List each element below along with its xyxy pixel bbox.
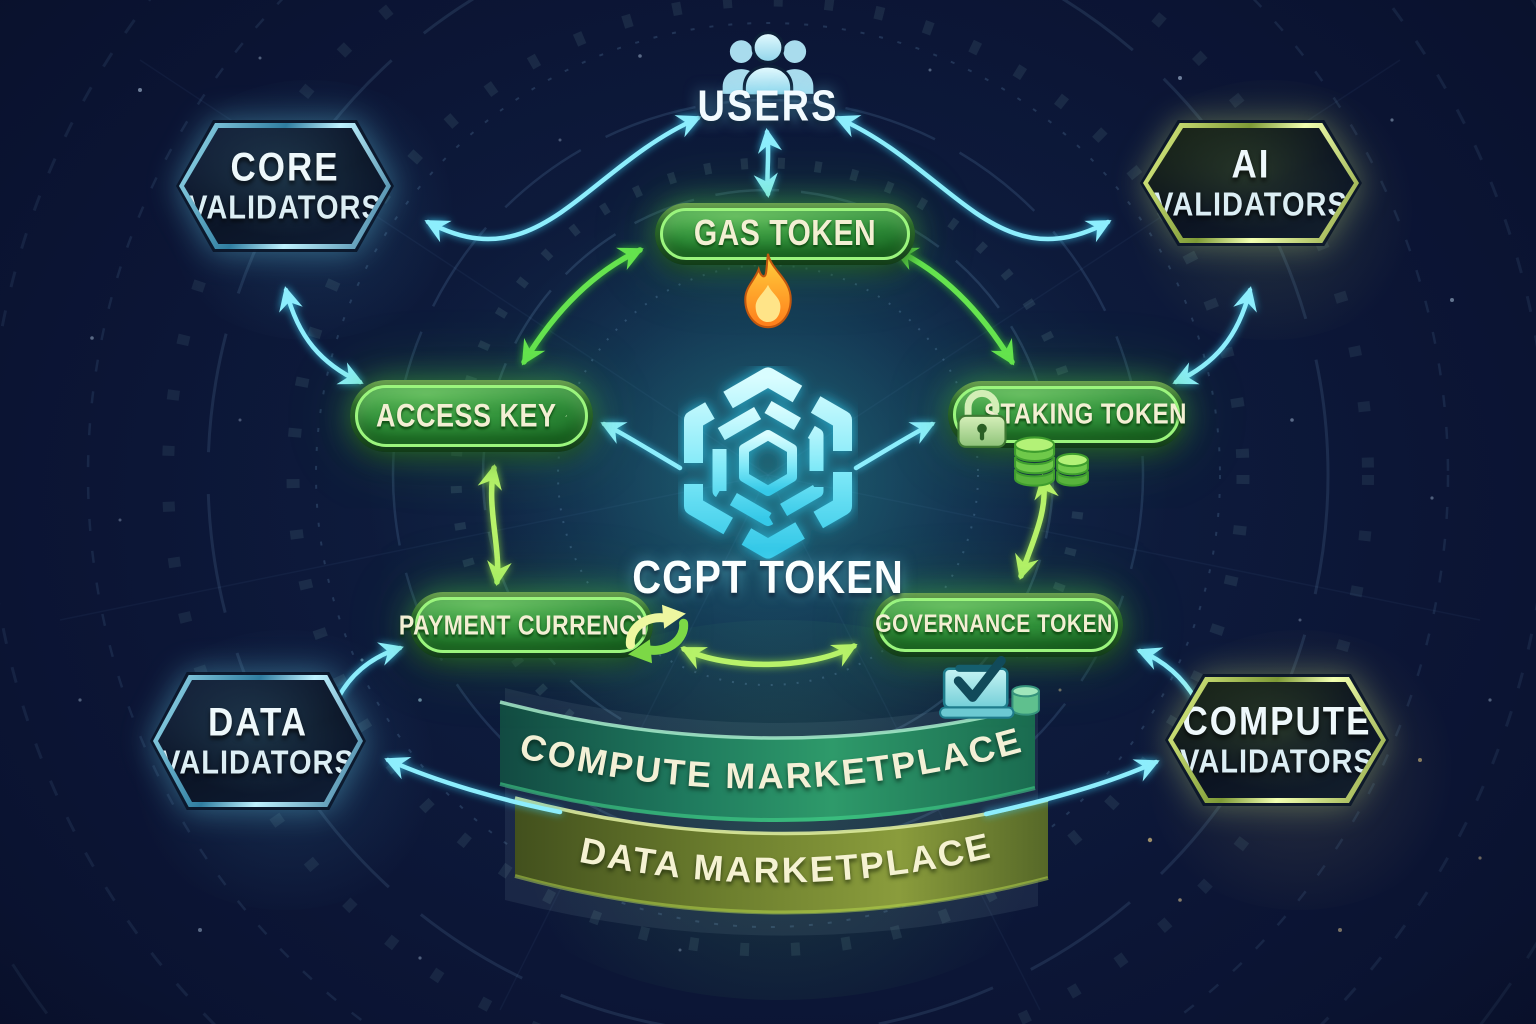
ai-validators-line1: AI <box>1231 141 1271 187</box>
arrow-ai-validators-staking-token <box>1172 286 1257 385</box>
arrow-core-validators-access-key <box>279 286 364 385</box>
cgpt-token-label: CGPT TOKEN <box>632 552 904 604</box>
core-validators-line1: CORE <box>230 144 340 190</box>
hexagon-data-validators: DATA VALIDATORS <box>150 672 366 810</box>
arrow-center-access-key <box>600 421 683 471</box>
users-label: USERS <box>697 82 839 132</box>
ai-validators-line2: VALIDATORS <box>1154 186 1348 223</box>
payment-currency-pill: PAYMENT CURRENCY <box>399 592 653 658</box>
compute-marketplace-ribbon: COMPUTE MARKETPLACE <box>499 688 1038 936</box>
arrow-marketplace-data-validators <box>384 757 563 815</box>
arrow-marketplace-compute-validators <box>983 759 1160 817</box>
compute-marketplace-label: COMPUTE MARKETPLACE <box>516 719 1027 797</box>
glow-bottom <box>460 620 1100 1000</box>
gas-token-pill: GAS TOKEN <box>655 203 915 265</box>
hexagon-core-validators: CORE VALIDATORS <box>176 120 394 252</box>
arrow-center-staking-token <box>853 421 936 471</box>
gas-token-label: GAS TOKEN <box>693 213 877 254</box>
glow-center <box>468 175 1068 775</box>
data-validators-line1: DATA <box>207 699 308 745</box>
key-icon <box>564 415 567 417</box>
core-validators-line2: VALIDATORS <box>188 189 382 226</box>
arrow-payment-currency-governance-token <box>680 643 858 670</box>
data-validators-line2: VALIDATORS <box>161 744 355 781</box>
governance-token-label: GOVERNANCE TOKEN <box>875 610 1113 639</box>
arrow-access-key-payment-currency <box>477 463 512 587</box>
governance-token-pill: GOVERNANCE TOKEN <box>873 593 1123 657</box>
compute-validators-line2: VALIDATORS <box>1180 743 1374 780</box>
staking-token-pill: STAKING TOKEN <box>948 381 1187 448</box>
arrow-staking-token-governance-token <box>1015 473 1059 580</box>
hexagon-compute-validators: COMPUTE VALIDATORS <box>1165 674 1389 806</box>
arrow-users-gas-token <box>753 127 783 199</box>
data-marketplace-ribbon: DATA MARKETPLACE <box>514 796 1049 915</box>
access-key-pill: ACCESS KEY <box>350 380 593 452</box>
arrow-gas-token-access-key <box>521 247 644 366</box>
staking-token-label: STAKING TOKEN <box>984 397 1187 431</box>
compute-validators-line1: COMPUTE <box>1182 698 1372 744</box>
access-key-label: ACCESS KEY <box>376 397 557 434</box>
payment-currency-label: PAYMENT CURRENCY <box>398 608 653 640</box>
cgpt-hexagon-logo-icon <box>684 367 852 559</box>
hexagon-ai-validators: AI VALIDATORS <box>1140 120 1362 246</box>
arrow-gas-token-staking-token <box>892 247 1015 366</box>
data-marketplace-label: DATA MARKETPLACE <box>577 824 996 890</box>
